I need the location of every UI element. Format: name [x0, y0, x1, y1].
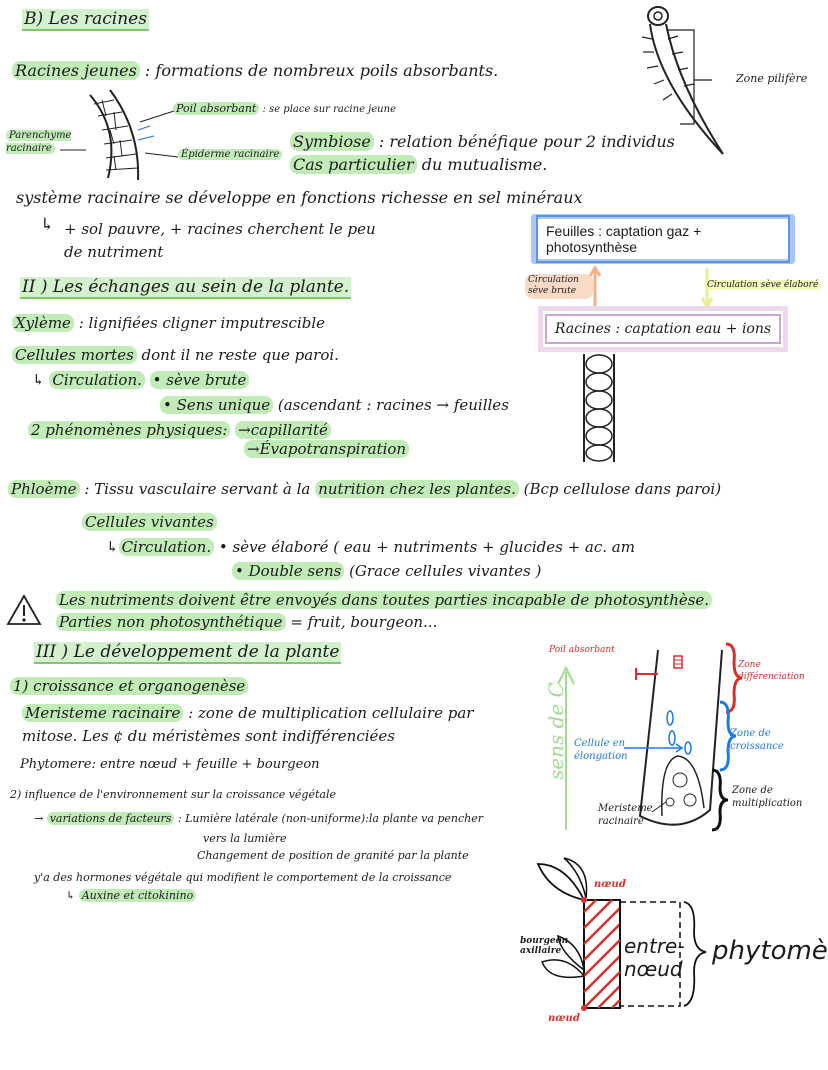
cas-particulier-line: Cas particulier du mutualisme.	[290, 155, 547, 174]
root-tip-drawing	[641, 6, 724, 155]
phyto-phytomere: phytomère	[712, 936, 828, 966]
phloeme-line: Phloème : Tissu vasculaire servant à la …	[8, 480, 721, 498]
leaves-box: Feuilles : captation gaz + photosynthèse	[531, 214, 795, 264]
rt-poil-absorbant: Poil absorbant	[549, 645, 615, 655]
double-sens-line: • Double sens (Grace cellules vivantes )	[232, 562, 541, 580]
circulation-brute-label: Circulation sève brute	[525, 274, 593, 299]
rt-cellule-elongation: Cellule en élongation	[574, 738, 628, 762]
arrow-down-right-icon: ↳	[32, 371, 45, 389]
rt-zone-multiplication: Zone de multiplication	[732, 785, 803, 809]
epiderme-label: Épiderme racinaire	[178, 149, 283, 161]
zone-pilifere-label: Zone pilifère	[736, 72, 808, 85]
warning-icon	[6, 594, 42, 625]
poil-absorbant-line: Poil absorbant : se place sur racine jeu…	[173, 102, 396, 116]
rt-meristeme: Meristeme racinaire	[598, 803, 653, 827]
phyto-bourgeon: bourgeon axillaire	[520, 936, 569, 956]
cellules-mortes-line: Cellules mortes dont il ne reste que par…	[12, 346, 339, 364]
influence-line: 2) influence de l'environnement sur la c…	[10, 788, 336, 801]
variations-line: → variations de facteurs : Lumière latér…	[34, 812, 484, 825]
sol-pauvre-line: + sol pauvre, + racines cherchent le peu	[64, 220, 376, 238]
mitose-line: mitose. Les ¢ du méristèmes sont indiffé…	[22, 727, 395, 745]
phytomere-diagram	[536, 857, 707, 1011]
rt-zone-diff: Zone différenciation	[738, 660, 805, 682]
symbiose-line: Symbiose : relation bénéfique pour 2 ind…	[290, 132, 675, 151]
up-arrow-brute	[588, 265, 602, 308]
phyto-noeud-bottom: nœud	[548, 1013, 580, 1024]
young-roots-line: Racines jeunes : formations de nombreux …	[12, 61, 499, 80]
nutriment-line: de nutriment	[64, 243, 164, 261]
section-iii-title: III ) Le développement de la plante	[34, 642, 342, 664]
rt-zone-croissance: Zone de croissance	[730, 728, 784, 752]
root-section-sketch	[89, 89, 155, 181]
poil-pointer	[139, 110, 175, 123]
rt-sens-label: sens de C	[544, 682, 568, 780]
circulation-elabore-label: Circulation sève élaboré	[704, 280, 822, 291]
warning-line2: Parties non photosynthétique = fruit, bo…	[56, 613, 437, 631]
meristeme-line: Meristeme racinaire : zone de multiplica…	[22, 704, 473, 722]
young-roots-label: Racines jeunes	[12, 61, 140, 80]
sens-unique-line: • Sens unique (ascendant : racines → feu…	[160, 396, 509, 414]
arrow-down-right-icon: ↳	[66, 889, 79, 902]
section-b-title: B) Les racines	[22, 9, 149, 31]
arrow-down-right-icon: ↳	[106, 538, 119, 556]
phenomenes-line: 2 phénomènes physiques: →capillarité	[28, 421, 331, 439]
young-roots-text: : formations de nombreux poils absorbant…	[139, 61, 499, 80]
cellules-vivantes-line: Cellules vivantes	[82, 513, 217, 531]
roots-box: Racines : captation eau + ions	[538, 306, 788, 352]
poil-absorbant-note: : se place sur racine jeune	[259, 104, 396, 115]
phyto-entre-noeud: entre-nœud	[624, 934, 685, 981]
phytomere-def-line: Phytomere: entre nœud + feuille + bourge…	[20, 757, 320, 772]
vers-lumiere-line: vers la lumière	[203, 832, 287, 845]
warning-line1: Les nutriments doivent être envoyés dans…	[56, 591, 713, 609]
root-tip-zones-diagram	[557, 642, 743, 832]
xylem-tube-drawing	[583, 354, 615, 462]
croissance-line: 1) croissance et organogenèse	[10, 677, 249, 695]
arrow-down-right-icon: ↳	[40, 215, 55, 235]
evapotranspiration-line: →Évapotranspiration	[244, 440, 410, 458]
auxine-line: ↳ Auxine et citokinino	[66, 889, 197, 903]
xyleme-line: Xylème : lignifiées cligner imputrescibl…	[12, 314, 325, 332]
systeme-racinaire-line: système racinaire se développe en foncti…	[16, 188, 583, 207]
poil-absorbant-label: Poil absorbant	[173, 102, 260, 115]
phyto-noeud-top: nœud	[594, 879, 626, 890]
circulation2-line: ↳Circulation. • sève élaboré ( eau + nut…	[106, 538, 635, 556]
epiderme-pointer	[144, 152, 179, 158]
changement-line: Changement de position de granité par la…	[197, 849, 469, 862]
hormones-line: y'a des hormones végétale qui modifient …	[34, 871, 452, 884]
circulation-line: ↳ Circulation. • sève brute	[32, 371, 250, 389]
parenchyme-pointer	[60, 149, 86, 151]
parenchyme-label: Parenchyme racinaire	[6, 130, 72, 154]
section-ii-title: II ) Les échanges au sein de la plante.	[20, 277, 352, 299]
